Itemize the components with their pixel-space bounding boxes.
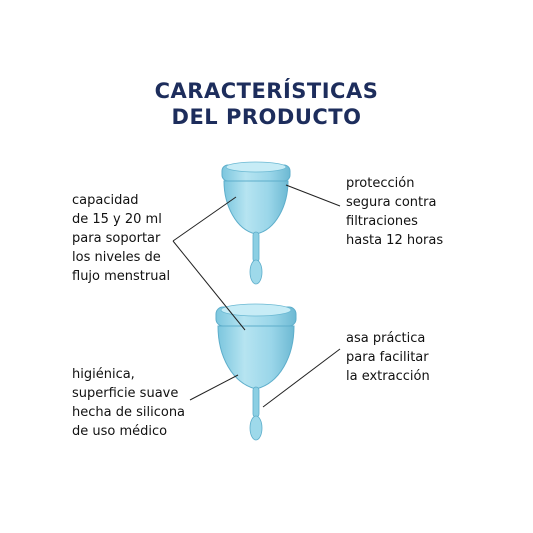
menstrual-cup-small-icon: [221, 161, 291, 285]
leader-line-capacity-bottom: [172, 240, 246, 331]
feature-hygienic-text: higiénica, superficie suave hecha de sil…: [72, 367, 186, 439]
leader-line-protection: [285, 184, 341, 207]
menstrual-cup-large-icon: [215, 303, 297, 441]
feature-protection-text: protección segura contra filtraciones ha…: [346, 176, 444, 248]
feature-handle-text: asa práctica para facilitar la extracció…: [346, 331, 430, 384]
leader-line-handle: [262, 348, 341, 408]
feature-capacity-text: capacidad de 15 y 20 ml para soportar lo…: [72, 193, 171, 284]
leader-line-hygienic: [189, 374, 239, 401]
page-title-line-1: CARACTERÍSTICAS: [154, 79, 379, 103]
page-title-line-2: DEL PRODUCTO: [171, 105, 362, 129]
leader-line-capacity-top: [172, 196, 237, 242]
